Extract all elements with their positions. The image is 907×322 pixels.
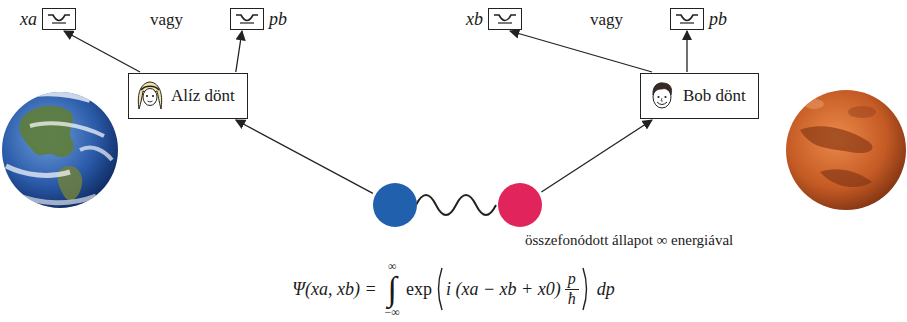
arrow-connector [510, 31, 652, 72]
detector-group: pb [230, 8, 287, 30]
detector-label: xa [20, 9, 37, 30]
picture-part [2, 92, 118, 208]
arrow-connector [64, 31, 140, 72]
alice-face-icon [135, 79, 165, 113]
detector-label: pb [269, 9, 287, 30]
eye [146, 95, 148, 97]
detector-symbol [489, 9, 521, 29]
picture-part [30, 123, 104, 136]
picture-part [800, 126, 873, 153]
arrow-connector [541, 120, 652, 192]
detector-group: xb [466, 8, 522, 30]
entangled-particles [370, 180, 570, 240]
face [143, 89, 157, 106]
formula: Ψ(xa, xb) =∞∫−∞expi (xa − xb + x0)pħdp [0, 257, 907, 321]
bob-face-icon [647, 79, 677, 113]
formula-lhs: Ψ(xa, xb) = [292, 279, 376, 300]
eye [657, 96, 659, 98]
detector-box [230, 8, 264, 30]
box-label: Bob dönt [683, 86, 746, 106]
red-particle [498, 183, 542, 227]
detector-curve [676, 15, 698, 21]
detector-label: pb [709, 9, 727, 30]
left-parenthesis [434, 266, 444, 312]
exp-function: exp [406, 279, 432, 300]
detector-group: xa [20, 8, 76, 30]
nose [661, 98, 663, 101]
detector-base [680, 22, 694, 23]
differential: dp [597, 279, 615, 300]
detector-base [498, 22, 512, 23]
detector-base [52, 22, 66, 23]
picture-part [80, 148, 112, 160]
fraction: pħ [565, 271, 579, 308]
fraction-bar [565, 289, 579, 290]
lower-limit: −∞ [385, 306, 400, 318]
decision-box: Alíz dönt [128, 73, 248, 119]
picture-part [20, 196, 96, 203]
or-label: vagy [150, 10, 183, 30]
detector-symbol [43, 9, 75, 29]
detector-base [240, 22, 254, 23]
detector-box [670, 8, 704, 30]
upper-limit: ∞ [388, 260, 397, 272]
mars-picture [786, 90, 906, 210]
right-parenthesis [581, 266, 591, 312]
box-label: Alíz dönt [171, 86, 235, 106]
entangled-pair: összefonódott állapot ∞ energiával [370, 180, 870, 260]
eye [152, 95, 154, 97]
arrow-connector [236, 31, 242, 72]
picture-part [6, 166, 70, 175]
eye [664, 96, 666, 98]
detector-curve [494, 15, 516, 21]
detector-curve [48, 15, 70, 21]
decision-box: Bob dönt [640, 73, 759, 119]
detector-group: pb [670, 8, 727, 30]
arrow-connector [236, 120, 373, 193]
denominator: ħ [568, 291, 576, 308]
hair [653, 83, 672, 95]
picture-part [10, 93, 90, 100]
integral-symbol: ∫ [388, 272, 397, 306]
or-label: vagy [590, 10, 623, 30]
blue-particle [373, 183, 417, 227]
parenthesis-stroke [438, 268, 442, 310]
arrow-connector [686, 31, 687, 72]
picture-part [804, 99, 824, 109]
picture-part [786, 90, 906, 210]
entanglement-wave [416, 195, 496, 215]
detector-curve [236, 15, 258, 21]
integral-sign: ∞∫−∞ [385, 260, 400, 318]
earth-picture [2, 92, 118, 208]
numerator: p [568, 271, 576, 288]
picture-part [58, 166, 83, 200]
mouth [657, 102, 667, 105]
picture-part [820, 169, 872, 187]
parenthesis-stroke [583, 268, 587, 310]
exponent-argument: i (xa − xb + x0) [446, 279, 561, 300]
picture-part [19, 106, 73, 157]
detector-box [488, 8, 522, 30]
picture-part [800, 99, 876, 187]
picture-part [6, 93, 112, 203]
detector-box [42, 8, 76, 30]
hairband [141, 86, 159, 90]
detector-label: xb [466, 9, 483, 30]
detector-symbol [231, 9, 263, 29]
state-caption: összefonódott állapot ∞ energiával [525, 232, 733, 249]
picture-part [848, 106, 876, 118]
detector-symbol [671, 9, 703, 29]
hair [138, 82, 161, 109]
mouth [148, 101, 153, 102]
